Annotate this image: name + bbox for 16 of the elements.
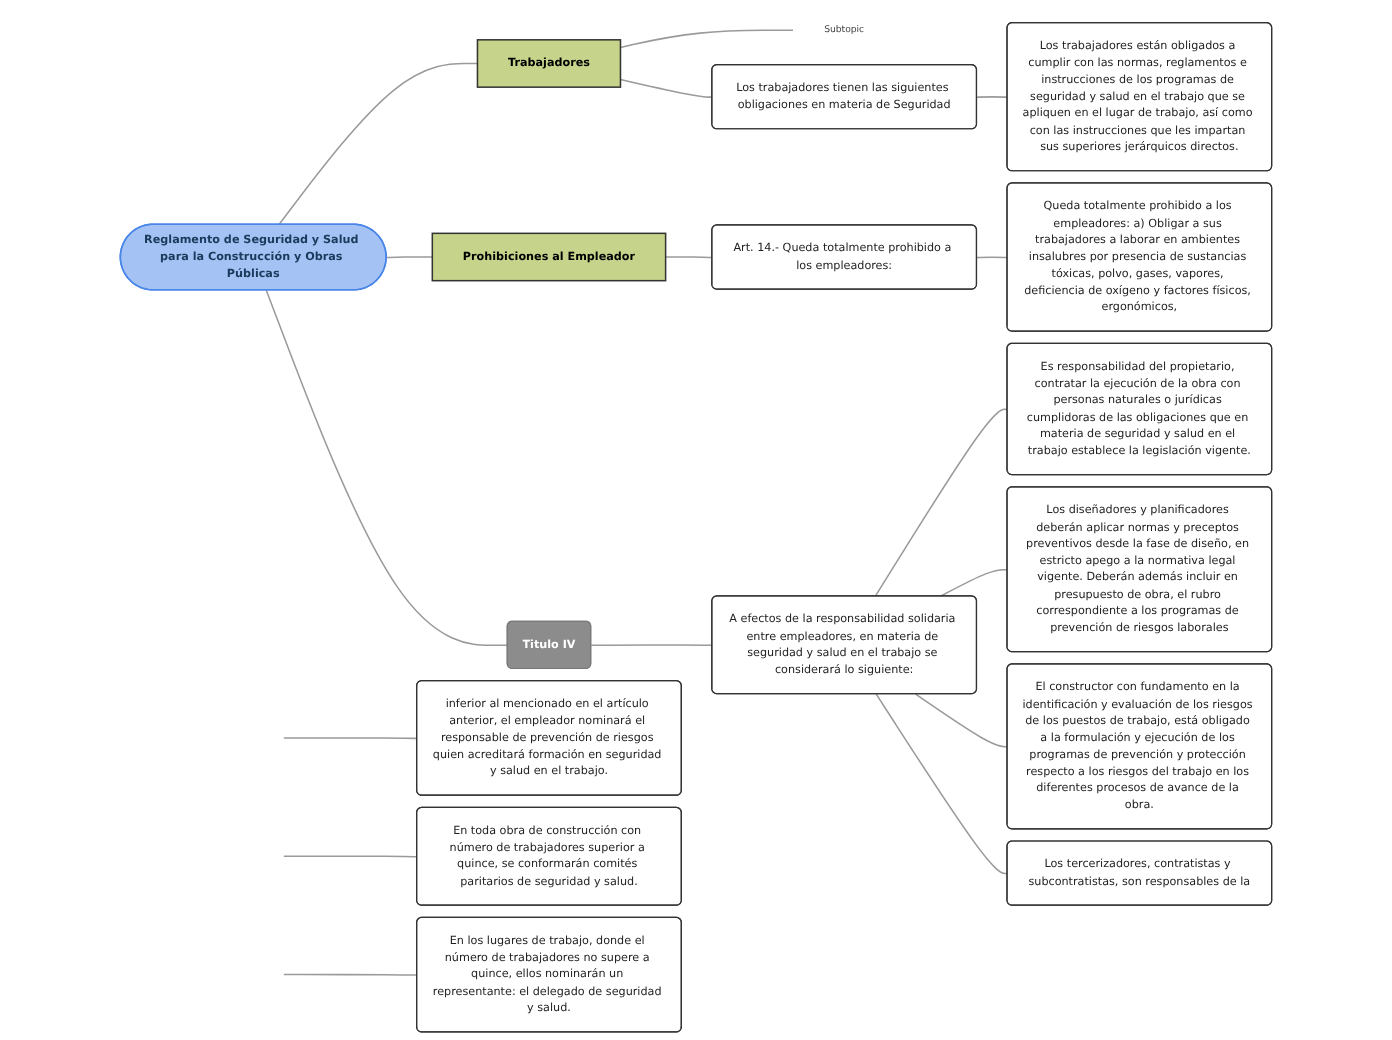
connector (664, 256, 714, 259)
connector (976, 96, 1009, 98)
connector (939, 568, 1009, 598)
connector (619, 78, 714, 98)
connector (283, 973, 418, 976)
connector (283, 855, 418, 858)
connector (874, 408, 1009, 598)
connector (619, 29, 795, 49)
connector (914, 693, 1009, 748)
connector (265, 289, 509, 647)
connector (590, 644, 714, 647)
connector (283, 737, 418, 740)
connector (385, 256, 434, 259)
connector (976, 256, 1009, 259)
connector (278, 62, 479, 226)
connector (875, 693, 1009, 875)
